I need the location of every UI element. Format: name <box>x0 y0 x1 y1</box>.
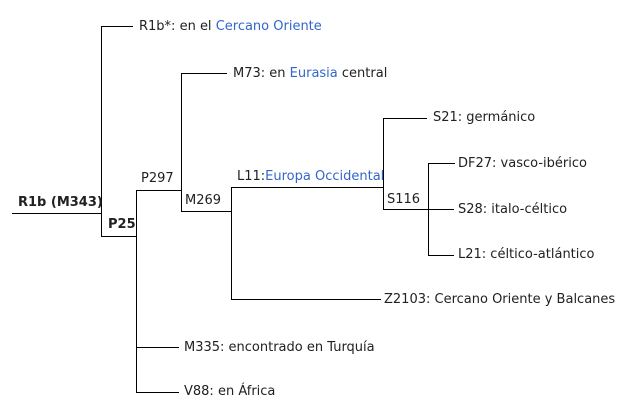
node-l11-label: L11: <box>237 169 266 184</box>
leaf-m73-prefix: M73: en <box>233 66 290 81</box>
root-label: R1b (M343) <box>18 195 103 210</box>
node-m269: M269 <box>185 193 222 208</box>
leaf-r1b-star-text: R1b*: en el <box>139 19 216 34</box>
leaf-s21: S21: germánico <box>433 110 536 125</box>
link-eurasia[interactable]: Eurasia <box>289 66 338 81</box>
link-cercano-oriente[interactable]: Cercano Oriente <box>215 19 322 34</box>
node-p297: P297 <box>141 171 174 186</box>
node-p25: P25 <box>108 217 136 232</box>
leaf-m73-suffix: central <box>337 66 388 81</box>
leaf-v88: V88: en África <box>184 384 276 399</box>
leaf-r1b-star: R1b*: en el Cercano Oriente <box>139 19 322 35</box>
leaf-s28: S28: italo-céltico <box>458 202 568 217</box>
node-l11: L11:Europa Occidental <box>237 169 384 185</box>
leaf-m73: M73: en Eurasia central <box>233 66 387 82</box>
leaf-l21: L21: céltico-atlántico <box>458 247 595 262</box>
leaf-df27: DF27: vasco-ibérico <box>458 156 587 171</box>
leaf-z2103: Z2103: Cercano Oriente y Balcanes <box>384 292 616 307</box>
leaf-m335: M335: encontrado en Turquía <box>184 340 375 355</box>
node-s116: S116 <box>387 192 421 207</box>
link-europa-occidental[interactable]: Europa Occidental <box>265 169 385 184</box>
